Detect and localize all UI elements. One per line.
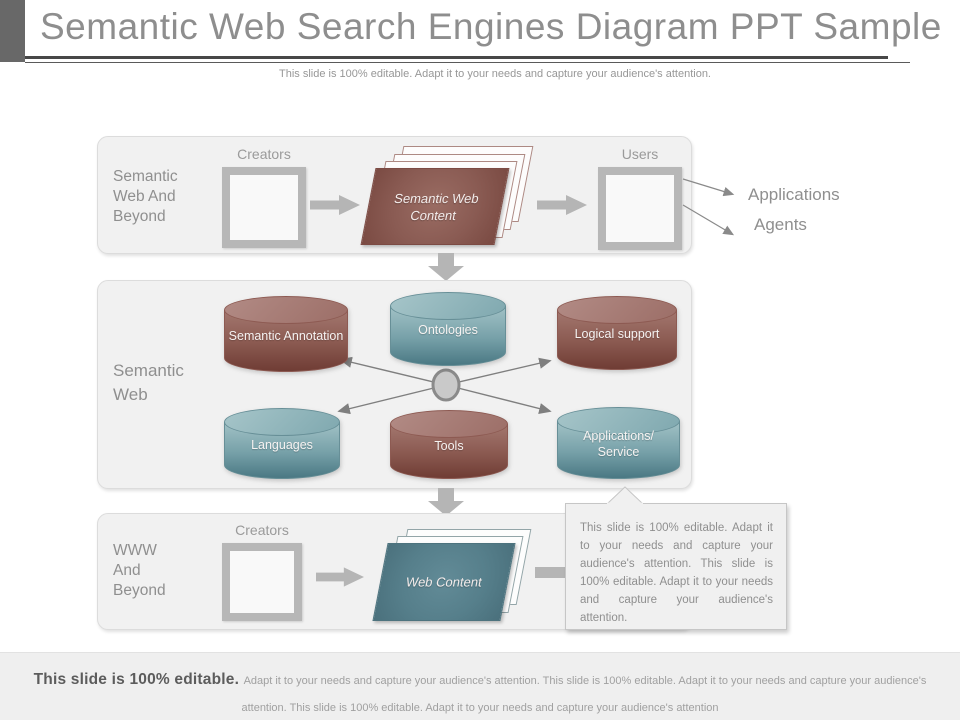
applications-label: Applications (748, 185, 840, 204)
title-underline-thin (25, 62, 910, 63)
footer-bar: This slide is 100% editable. Adapt it to… (0, 652, 960, 720)
title-underline-thick (25, 56, 888, 59)
web-content-label: Web Content (404, 574, 484, 590)
creators-caption: Creators (237, 146, 291, 162)
creators-box (222, 543, 302, 621)
users-caption: Users (621, 146, 659, 162)
cylinder-top (557, 296, 677, 324)
cylinder-top (224, 408, 340, 436)
title-accent-bar (0, 0, 25, 62)
page-title: Semantic Web Search Engines Diagram PPT … (40, 6, 942, 47)
footer-body-text: Adapt it to your needs and capture your … (241, 675, 927, 714)
agents-label: Agents (754, 215, 807, 234)
arrow-down-icon (428, 488, 464, 516)
users-box (598, 167, 682, 250)
callout-pointer-icon (606, 486, 644, 504)
cylinder-applications-service: Applications/ Service (557, 407, 680, 479)
arrow-shaft-to-callout (535, 567, 567, 578)
section-label: WWW And Beyond (113, 542, 166, 599)
semantic-web-content-shape: Semantic Web Content (360, 168, 510, 245)
cylinder-semantic-annotation: Semantic Annotation (224, 296, 348, 372)
output-arrows-icon (682, 178, 735, 236)
cylinder-ontologies: Ontologies (390, 292, 506, 366)
cylinder-tools: Tools (390, 410, 508, 479)
creators-box (222, 167, 306, 248)
arrow-right-icon (316, 567, 364, 587)
section-label: Semantic Web And Beyond (113, 168, 178, 225)
cylinder-label: Logical support (574, 327, 660, 342)
creators-caption: Creators (235, 522, 289, 538)
cylinder-top (224, 296, 348, 324)
cylinder-languages: Languages (224, 408, 340, 479)
slide-subtitle: This slide is 100% editable. Adapt it to… (279, 68, 711, 80)
cylinder-label: Semantic Annotation (228, 328, 344, 343)
callout-text: This slide is 100% editable. Adapt it to… (580, 522, 773, 624)
footer-text: This slide is 100% editable. Adapt it to… (0, 653, 960, 720)
cylinder-top (390, 292, 506, 320)
section-label: Semantic Web (113, 361, 184, 404)
arrow-right-icon (310, 195, 360, 215)
arrow-down-icon (428, 253, 464, 281)
cylinder-label: Applications/ Service (583, 429, 654, 460)
footer-bold-text: This slide is 100% editable. (33, 671, 240, 688)
cylinder-top (390, 410, 508, 438)
arrow-right-icon (537, 195, 587, 215)
cylinder-logical-support: Logical support (557, 296, 677, 370)
web-content-shape: Web Content (372, 543, 516, 621)
cylinder-top (557, 407, 680, 435)
cylinder-label: Ontologies (418, 323, 478, 338)
cylinder-label: Tools (434, 438, 464, 453)
cylinder-label: Languages (251, 437, 313, 452)
callout-box: This slide is 100% editable. Adapt it to… (565, 503, 787, 630)
hub-arrows-icon (337, 356, 552, 415)
semantic-web-content-label: Semantic Web Content (393, 190, 481, 223)
